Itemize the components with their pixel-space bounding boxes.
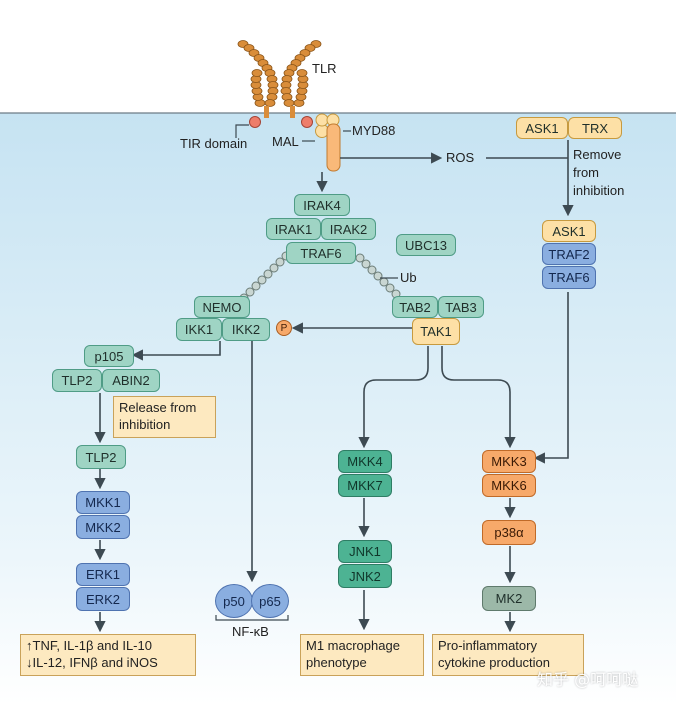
node-mkk1: MKK1 [76, 491, 130, 514]
node-nemo: NEMO [194, 296, 250, 318]
arrow-traf6-mkk3 [533, 292, 569, 464]
node-jnk1: JNK1 [338, 540, 392, 563]
watermark: 知乎 @呵呵哒 [537, 670, 639, 689]
remove-label-line1: Remove [573, 147, 622, 162]
erk-outcome-line2: ↓IL-12, IFNβ and iNOS [26, 655, 158, 670]
node-tak1: TAK1 [412, 318, 460, 345]
node-ask1: ASK1 [542, 220, 596, 242]
node-irak1: IRAK1 [266, 218, 321, 240]
node-jnk2: JNK2 [338, 564, 392, 588]
nfkb-bracket [215, 615, 289, 621]
erk-outcome-note: ↑TNF, IL-1β and IL-10 ↓IL-12, IFNβ and i… [20, 634, 196, 676]
node-irak4: IRAK4 [294, 194, 350, 216]
tlr-receptor [237, 40, 322, 107]
node-ubc13: UBC13 [396, 234, 456, 256]
node-traf2: TRAF2 [542, 243, 596, 265]
tir-domain-right [301, 116, 313, 128]
myd88-label: MYD88 [352, 123, 396, 138]
node-ikk2: IKK2 [222, 318, 270, 341]
tlr-transmembrane-right [290, 106, 295, 118]
nfkb-label: NF-κB [232, 624, 269, 639]
tir-domain-pointer [235, 124, 249, 138]
jnk-outcome-line1: M1 macrophage [306, 638, 400, 653]
node-mkk4: MKK4 [338, 450, 392, 473]
node-p65: p65 [251, 584, 289, 618]
tlr-label: TLR [312, 61, 337, 76]
ros-label: ROS [446, 150, 475, 165]
release-line2: inhibition [119, 417, 171, 432]
node-abin2: ABIN2 [102, 369, 160, 392]
node-erk1: ERK1 [76, 563, 130, 586]
p38-outcome-note: Pro-inflammatory cytokine production [432, 634, 584, 676]
node-tlp2: TLP2 [52, 369, 102, 392]
node-erk2: ERK2 [76, 587, 130, 611]
erk-outcome-line1: ↑TNF, IL-1β and IL-10 [26, 638, 152, 653]
node-mkk6: MKK6 [482, 474, 536, 497]
phospho-icon: P [276, 320, 292, 336]
arrow-tak1-mkk4 [358, 346, 429, 449]
node-mk2: MK2 [482, 586, 536, 611]
arrow-ikk-p105 [131, 341, 221, 361]
node-p50: p50 [215, 584, 253, 618]
arrow-tak1-mkk3 [441, 346, 516, 449]
node-mkk3: MKK3 [482, 450, 536, 473]
p38-outcome-line2: cytokine production [438, 655, 551, 670]
tir-domain-label: TIR domain [180, 136, 248, 151]
jnk-outcome-line2: phenotype [306, 655, 367, 670]
node-traf6: TRAF6 [286, 242, 356, 264]
release-line1: Release from [119, 400, 197, 415]
pathway-arrows [94, 140, 574, 633]
node-tab3: TAB3 [438, 296, 484, 318]
tir-domain-left [249, 116, 261, 128]
node-ask1-trx-ask1: ASK1 [516, 117, 568, 139]
p38-outcome-line1: Pro-inflammatory [438, 638, 537, 653]
node-irak2: IRAK2 [321, 218, 376, 240]
node-p105: p105 [84, 345, 134, 367]
node-p38a: p38α [482, 520, 536, 545]
tlr-transmembrane-left [264, 106, 269, 118]
remove-label-line2: from [573, 165, 599, 180]
node-ikk1: IKK1 [176, 318, 222, 341]
node-tlp2-free: TLP2 [76, 445, 126, 469]
release-from-inhibition-note: Release from inhibition [113, 396, 216, 438]
node-mkk7: MKK7 [338, 474, 392, 497]
jnk-outcome-note: M1 macrophage phenotype [300, 634, 424, 676]
node-mkk2: MKK2 [76, 515, 130, 539]
node-traf6-right: TRAF6 [542, 266, 596, 289]
myd88-body [326, 123, 341, 172]
myd88-head-left [315, 113, 329, 127]
ub-label: Ub [400, 270, 417, 285]
node-trx: TRX [568, 117, 622, 139]
remove-label-line3: inhibition [573, 183, 625, 198]
mal-label: MAL [272, 134, 299, 149]
node-tab2: TAB2 [392, 296, 438, 318]
